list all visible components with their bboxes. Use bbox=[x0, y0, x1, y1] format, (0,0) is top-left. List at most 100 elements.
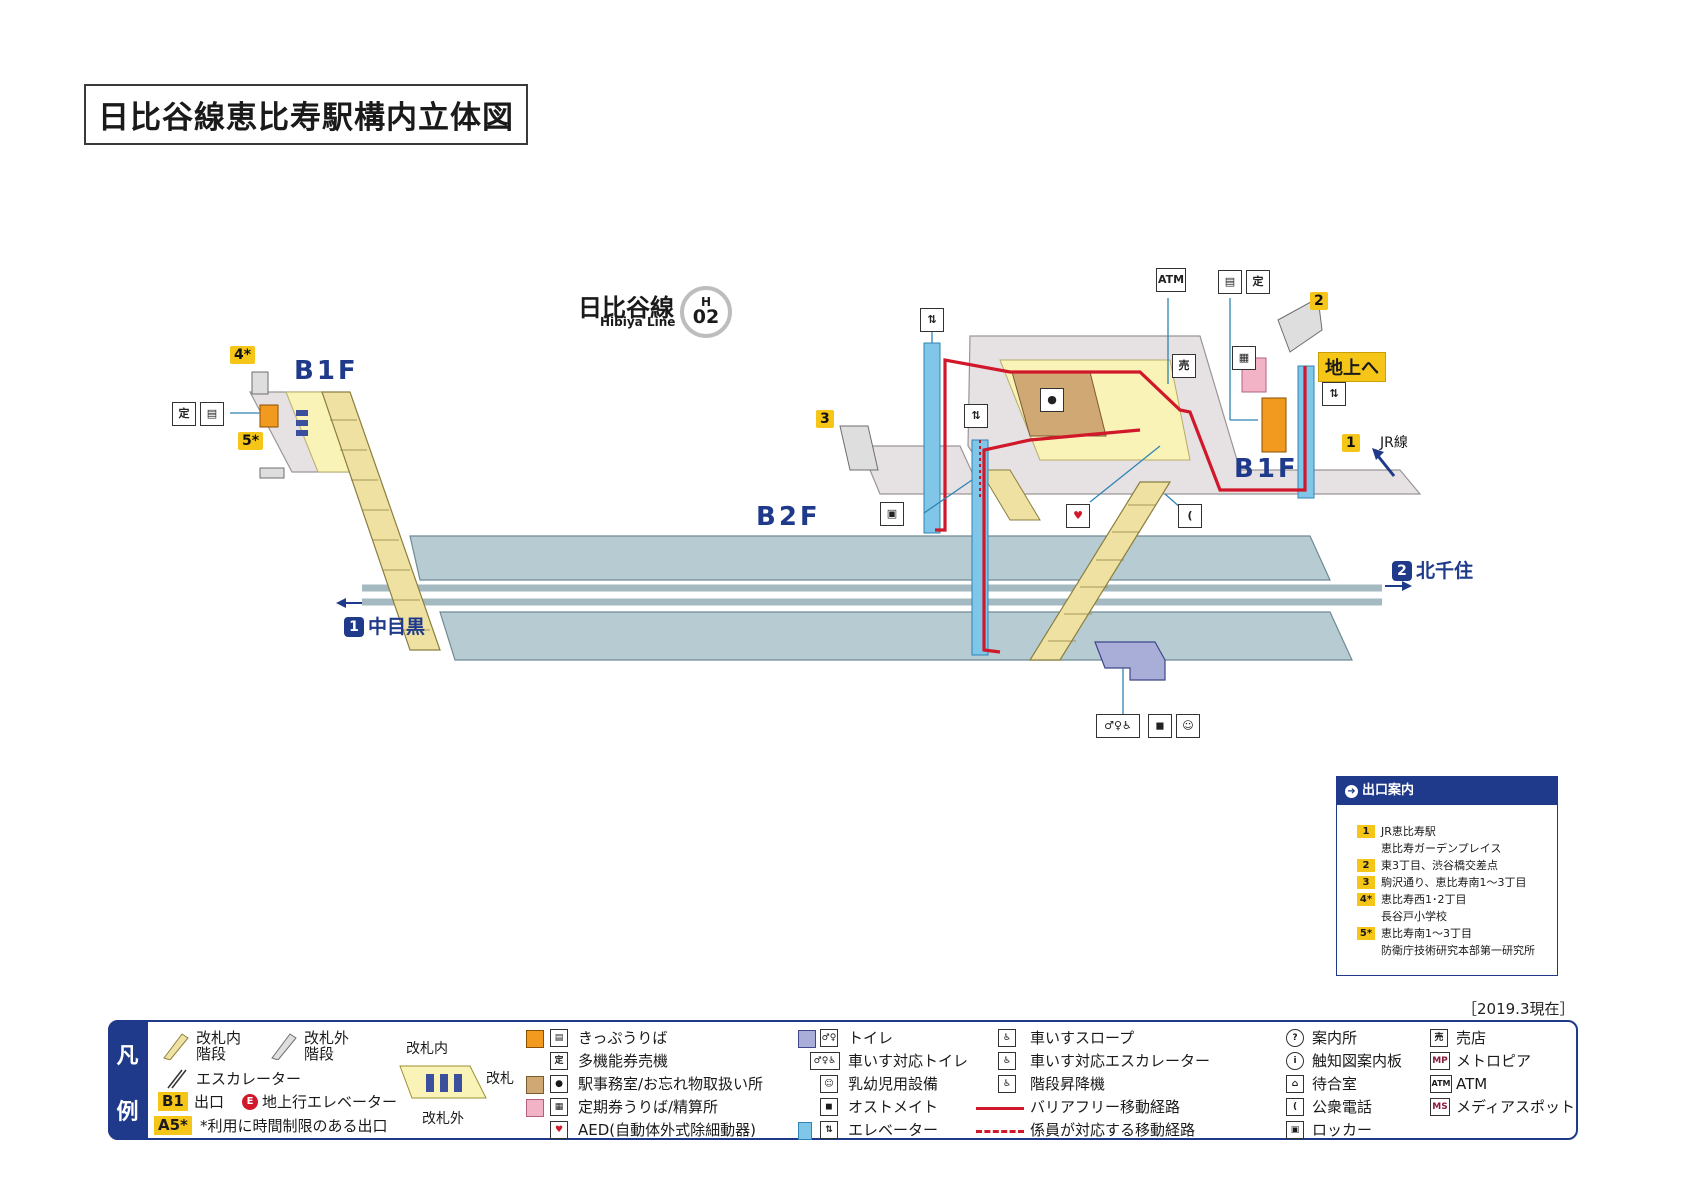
platform-south bbox=[439, 611, 1353, 661]
commuter-pass-icon: ▦ bbox=[550, 1098, 568, 1116]
commuter-pass-swatch bbox=[526, 1099, 544, 1117]
legend-exit: 出口 bbox=[194, 1093, 225, 1111]
elevator-icon: ⇅ bbox=[964, 404, 988, 428]
exit-destination: 恵比寿西1･2丁目 長谷戸小学校 bbox=[1381, 893, 1467, 923]
elevator-icon: ⇅ bbox=[820, 1121, 838, 1139]
wheelchair-ramp-icon: ♿ bbox=[998, 1029, 1016, 1047]
ostomate-icon: ◼ bbox=[820, 1098, 838, 1116]
info-center-icon: ? bbox=[1286, 1029, 1304, 1047]
barrier-free-route-swatch bbox=[976, 1107, 1024, 1110]
ticket-sales-swatch bbox=[526, 1030, 544, 1048]
level-label-b1f-west: B1F bbox=[294, 356, 359, 386]
platform-north bbox=[409, 535, 1331, 581]
station-code-number: 02 bbox=[692, 306, 720, 328]
gate-sample-icon bbox=[399, 1065, 487, 1099]
exit-badge-1: 1 bbox=[1342, 434, 1360, 452]
level-label-b1f-east: B1F bbox=[1234, 454, 1299, 484]
ticket-machine-icon: ▤ bbox=[550, 1029, 568, 1047]
exit-guide-row: 5*恵比寿南1～3丁目 防衛庁技術研究本部第一研究所 bbox=[1357, 925, 1549, 959]
exit-badge-4: 4* bbox=[230, 346, 256, 364]
exit-number: 2 bbox=[1357, 859, 1375, 872]
legend-stairs-outside: 改札外 階段 bbox=[304, 1029, 350, 1063]
exit-destination: 東3丁目、渋谷橋交差点 bbox=[1381, 859, 1498, 872]
exit-number: 5* bbox=[1357, 927, 1375, 940]
legend-gate-inside: 改札内 bbox=[406, 1041, 448, 1057]
aed-icon: ♥ bbox=[1066, 504, 1090, 528]
jr-line-label: JR線 bbox=[1380, 435, 1408, 451]
aed-icon: ♥ bbox=[550, 1121, 568, 1139]
ticket-machine-east bbox=[1261, 397, 1287, 453]
exit-number: 1 bbox=[1357, 825, 1375, 838]
accessible-toilet-icon: ♂♀♿ bbox=[810, 1052, 840, 1070]
legend-metropia: メトロピア bbox=[1456, 1052, 1532, 1070]
line-code-letter: H bbox=[700, 295, 712, 309]
direction-label: 中目黒 bbox=[368, 616, 426, 638]
legend-waiting-room: 待合室 bbox=[1312, 1075, 1358, 1093]
legend-limited-exit: *利用に時間制限のある出口 bbox=[200, 1117, 388, 1135]
ticket-machine-icon: ▤ bbox=[200, 402, 224, 426]
direction-number: 1 bbox=[344, 617, 364, 637]
metropia-icon: MP bbox=[1430, 1052, 1450, 1070]
exit-badge-2: 2 bbox=[1310, 292, 1328, 310]
limited-exit-sample-badge: A5* bbox=[154, 1116, 192, 1135]
atm-icon: ATM bbox=[1156, 268, 1186, 292]
exit-guide-title: 出口案内 bbox=[1362, 783, 1415, 798]
stair-lift-icon: ♿ bbox=[998, 1075, 1016, 1093]
legend-toilet: トイレ bbox=[848, 1029, 894, 1047]
exit-badge-3: 3 bbox=[816, 410, 834, 428]
station-number-badge: H 02 bbox=[680, 286, 732, 338]
legend-tab-char: 例 bbox=[116, 1099, 139, 1125]
exit-badge-5: 5* bbox=[238, 432, 264, 450]
locker-icon: ▣ bbox=[1286, 1121, 1304, 1139]
direction-arrow-east-head bbox=[1402, 581, 1412, 591]
legend-tab: 凡 例 bbox=[107, 1019, 148, 1140]
exit-number: 3 bbox=[1357, 876, 1375, 889]
line-name: 日比谷線 bbox=[578, 294, 674, 322]
stairs-inside-icon bbox=[163, 1033, 189, 1060]
station-office-icon: ● bbox=[1040, 388, 1064, 412]
wheelchair-escalator-icon: ♿ bbox=[998, 1052, 1016, 1070]
legend-barrier-free-route: バリアフリー移動経路 bbox=[1030, 1098, 1181, 1116]
ticket-machine-icon: ▤ bbox=[1218, 270, 1242, 294]
legend-atm: ATM bbox=[1456, 1075, 1488, 1093]
direction-arrow-west-head bbox=[336, 598, 346, 608]
tactile-map-icon: i bbox=[1286, 1052, 1304, 1070]
exit-destination: 駒沢通り、恵比寿南1～3丁目 bbox=[1381, 876, 1527, 889]
toilet-room bbox=[1094, 641, 1166, 681]
exit-sample-badge: B1 bbox=[158, 1092, 188, 1111]
media-spot-icon: MS bbox=[1430, 1098, 1450, 1116]
legend-stairs-inside: 改札内 階段 bbox=[196, 1029, 242, 1063]
line-name-english: Hibiya Line bbox=[600, 315, 676, 329]
barrier-free-route bbox=[935, 358, 1307, 532]
atm-icon: ATM bbox=[1430, 1075, 1452, 1093]
legend-baby-facilities: 乳幼児用設備 bbox=[848, 1075, 939, 1093]
accessible-toilet-icon: ♂♀♿ bbox=[1096, 714, 1140, 738]
ticket-gates-west bbox=[296, 410, 308, 436]
legend-media-spot: メディアスポット bbox=[1456, 1098, 1575, 1116]
legend-panel: 凡 例 改札内 階段 改札外 階段 エスカレーター B1 出口 E 地上行エレベ… bbox=[107, 1019, 1578, 1140]
station-office-icon: ● bbox=[550, 1075, 568, 1093]
station-office-swatch bbox=[526, 1076, 544, 1094]
exit-number: 4* bbox=[1357, 893, 1375, 906]
staff-assisted-route-swatch bbox=[976, 1130, 1024, 1133]
legend-elevator: エレベーター bbox=[848, 1121, 939, 1139]
legend-up-elevator: 地上行エレベーター bbox=[262, 1093, 398, 1111]
legend-wheelchair-ramp: 車いすスロープ bbox=[1030, 1029, 1135, 1047]
commuter-pass-icon: ▦ bbox=[1232, 346, 1256, 370]
legend-accessible-toilet: 車いす対応トイレ bbox=[848, 1052, 969, 1070]
legend-tab-char: 凡 bbox=[116, 1043, 139, 1069]
elevator-icon: ⇅ bbox=[920, 308, 944, 332]
page-title: 日比谷線恵比寿駅構内立体図 bbox=[84, 84, 528, 145]
legend-aed: AED(自動体外式除細動器) bbox=[578, 1121, 756, 1139]
station-diagram bbox=[230, 297, 1422, 715]
exit-guide-row: 2 東3丁目、渋谷橋交差点 bbox=[1357, 857, 1549, 874]
stairs-west bbox=[321, 391, 441, 651]
toilet-swatch bbox=[798, 1030, 816, 1048]
legend-shop: 売店 bbox=[1456, 1029, 1487, 1047]
baby-facilities-icon: ☺ bbox=[1176, 714, 1200, 738]
legend-info-center: 案内所 bbox=[1312, 1029, 1358, 1047]
legend-escalator: エスカレーター bbox=[196, 1070, 302, 1088]
